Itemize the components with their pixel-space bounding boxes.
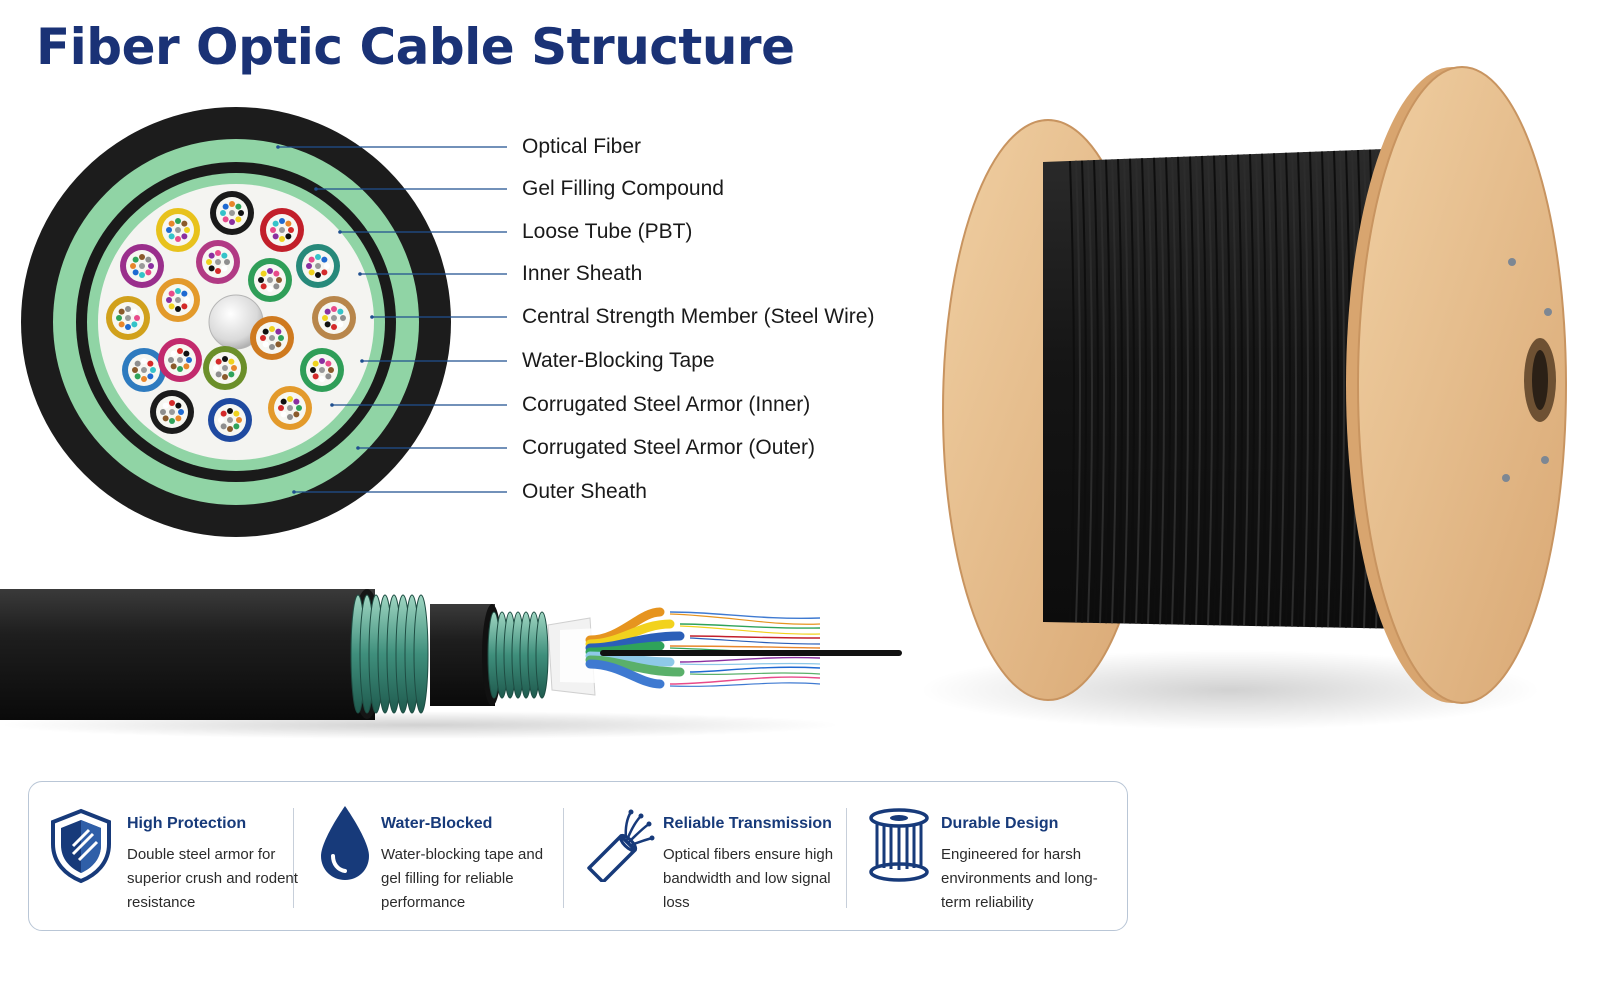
loose-tube xyxy=(300,348,344,392)
layer-label-gel-filling: Gel Filling Compound xyxy=(522,177,724,200)
feature-title: High Protection xyxy=(127,815,247,832)
layer-label-steel-armor-inner: Corrugated Steel Armor (Inner) xyxy=(522,393,811,416)
loose-tube xyxy=(106,296,150,340)
feature-high-protection: High Protection Double steel armor for s… xyxy=(49,782,299,932)
loose-tube xyxy=(250,316,294,360)
cable-reel xyxy=(920,66,1567,730)
loose-tube xyxy=(312,296,356,340)
feature-title: Reliable Transmission xyxy=(663,815,832,832)
shield-icon xyxy=(51,808,111,884)
feature-description: Optical fibers ensure high bandwidth and… xyxy=(663,846,834,911)
layer-label-optical-fiber: Optical Fiber xyxy=(522,135,642,158)
loose-tube xyxy=(120,244,164,288)
layer-label-central-strength-member: Central Strength Member (Steel Wire) xyxy=(522,305,875,328)
loose-tube xyxy=(203,346,247,390)
loose-tube xyxy=(208,398,252,442)
feature-durable-design: Durable Design Engineered for harsh envi… xyxy=(867,782,1117,932)
divider xyxy=(563,808,564,908)
stripped-cable xyxy=(0,589,902,739)
layer-label-steel-armor-outer: Corrugated Steel Armor (Outer) xyxy=(522,436,815,459)
feature-title: Water-Blocked xyxy=(381,815,493,832)
layer-label-inner-sheath: Inner Sheath xyxy=(522,262,643,285)
loose-tube xyxy=(150,390,194,434)
cable-diagram xyxy=(0,66,1567,739)
feature-description: Engineered for harsh environments and lo… xyxy=(941,846,1098,911)
layer-label-loose-tube: Loose Tube (PBT) xyxy=(522,220,693,243)
water-drop-icon xyxy=(321,806,369,880)
feature-description: Water-blocking tape and gel filling for … xyxy=(381,846,544,911)
loose-tube xyxy=(158,338,202,382)
divider xyxy=(293,808,294,908)
layer-label-outer-sheath: Outer Sheath xyxy=(522,480,647,503)
loose-tube xyxy=(156,278,200,322)
loose-tube xyxy=(268,386,312,430)
cross-section xyxy=(21,107,451,537)
loose-tube xyxy=(248,258,292,302)
page-title: Fiber Optic Cable Structure xyxy=(36,18,795,76)
feature-reliable-transmission: Reliable Transmission Optical fibers ens… xyxy=(585,782,855,932)
feature-title: Durable Design xyxy=(941,815,1059,832)
loose-tube xyxy=(196,240,240,284)
loose-tube xyxy=(156,208,200,252)
feature-water-blocked: Water-Blocked Water-blocking tape and ge… xyxy=(317,782,577,932)
feature-panel: High Protection Double steel armor for s… xyxy=(28,781,1128,931)
layer-label-water-blocking-tape: Water-Blocking Tape xyxy=(522,349,715,372)
loose-tube xyxy=(296,244,340,288)
fiber-strands-icon xyxy=(587,809,655,882)
feature-description: Double steel armor for superior crush an… xyxy=(127,846,298,911)
divider xyxy=(846,808,847,908)
cable-reel-icon xyxy=(869,808,929,882)
loose-tube xyxy=(260,208,304,252)
loose-tube xyxy=(210,191,254,235)
leader-lines xyxy=(276,145,507,494)
loose-tube xyxy=(122,348,166,392)
